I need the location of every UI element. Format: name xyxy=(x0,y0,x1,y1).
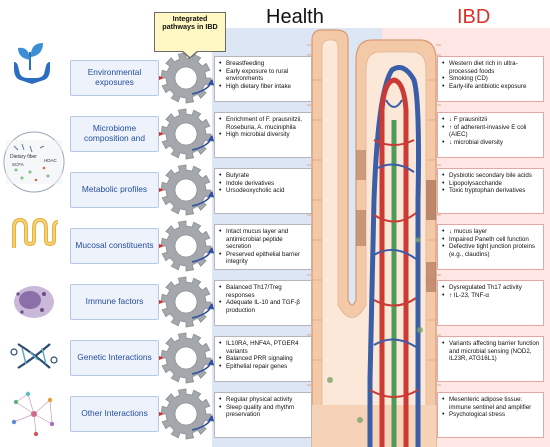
gear-hole xyxy=(174,290,198,314)
gear-hole xyxy=(174,66,198,90)
ibd-item: Dysregulated Th17 activity xyxy=(442,284,540,292)
category-arrowhead xyxy=(159,412,164,416)
category-arrowhead xyxy=(159,300,164,304)
health-box-other: Regular physical activitySleep quality a… xyxy=(214,392,312,438)
category-metabolic-profiles: Metabolic profiles xyxy=(70,172,159,208)
ibd-box-metabolic: Dysbiotic secondary bile acidsLipopolysa… xyxy=(437,168,544,214)
gut-microbiota-icon: Dietary fiber SCFA HDAC xyxy=(3,131,65,193)
hdac-label: HDAC xyxy=(44,158,58,163)
dna-icon xyxy=(10,343,58,369)
health-item: High dietary fiber intake xyxy=(219,83,308,91)
integrated-pathways-badge: Integrated pathways in IBD xyxy=(154,12,226,52)
health-box-genetic: IL10RA, HNF4A, PTGER4 variantsBalanced P… xyxy=(214,336,312,382)
health-item: Indole derivatives xyxy=(219,180,308,188)
health-item: Preserved epithelial barrier integrity xyxy=(219,251,308,266)
health-item: Adequate IL-10 and TGF-β production xyxy=(219,299,308,314)
ibd-item: Impaired Paneth cell function xyxy=(442,236,540,244)
ibd-title: IBD xyxy=(457,6,491,28)
category-genetic-interactions: Genetic Interactions xyxy=(70,340,159,376)
gear-hole xyxy=(174,346,198,370)
category-other-interactions: Other Interactions xyxy=(70,396,159,432)
gear-hole xyxy=(174,122,198,146)
health-box-mucosal: Intact mucus layer and antimicrobial pep… xyxy=(214,224,312,270)
ibd-item: Toxic tryptophan derivatives xyxy=(442,187,540,195)
ibd-box-genetic: Variants affecting barrier function and … xyxy=(437,336,544,382)
category-microbiome: Microbiome composition and xyxy=(70,116,159,152)
health-item: Epithelial repair genes xyxy=(219,363,308,371)
gear-stack xyxy=(160,52,212,440)
ibd-item: Dysbiotic secondary bile acids xyxy=(442,172,540,180)
category-arrowhead xyxy=(159,356,164,360)
ibd-item: Defective tight junction proteins (e.g.,… xyxy=(442,243,540,258)
health-item: Balanced PRR signaling xyxy=(219,355,308,363)
ibd-item: Early-life antibiotic exposure xyxy=(442,83,540,91)
health-title: Health xyxy=(266,6,324,28)
category-arrowhead xyxy=(159,132,164,136)
health-item: Balanced Th17/Treg responses xyxy=(219,284,308,299)
ibd-item: Western diet rich in ultra-processed foo… xyxy=(442,60,540,75)
ibd-box-microbiome: ↓ F prausnitzii↑ of adherent-invasive E … xyxy=(437,112,544,158)
dietary-fiber-label: Dietary fiber xyxy=(10,154,37,160)
villi-icon xyxy=(12,217,59,248)
health-box-microbiome: Enrichment of F. prausnitzii, Roseburia,… xyxy=(214,112,312,158)
connector-arrows xyxy=(159,76,215,431)
category-mucosal-constituents: Mucosal constituents xyxy=(70,228,159,264)
health-item: Enrichment of F. prausnitzii, Roseburia,… xyxy=(219,116,308,131)
health-item: High microbial diversity xyxy=(219,131,308,139)
health-item: Early exposure to rural environments xyxy=(219,68,308,83)
ibd-box-mucosal: ↓ mucus layerImpaired Paneth cell functi… xyxy=(437,224,544,270)
category-environmental-exposures: Environmental exposures xyxy=(70,60,159,96)
ibd-item: Smoking (CD) xyxy=(442,75,540,83)
scfa-label: SCFA xyxy=(12,162,24,167)
ibd-item: ↓ mucus layer xyxy=(442,228,540,236)
ibd-item: ↓ F prausnitzii xyxy=(442,116,540,124)
flow-arrow xyxy=(191,78,215,95)
ibd-item: ↓ microbial diversity xyxy=(442,139,540,147)
ibd-item: Variants affecting barrier function and … xyxy=(442,340,540,363)
ibd-item: Psychological stress xyxy=(442,411,540,419)
flow-arrow xyxy=(191,246,215,263)
category-arrowhead xyxy=(159,76,164,80)
category-arrowhead xyxy=(159,188,164,192)
health-box-metabolic: ButyrateIndole derivativesUrsodeoxycholi… xyxy=(214,168,312,214)
category-immune-factors: Immune factors xyxy=(70,284,159,320)
ibd-box-immune: Dysregulated Th17 activity↑ IL-23, TNF-α xyxy=(437,280,544,326)
health-item: Regular physical activity xyxy=(219,396,308,404)
gear-hole xyxy=(174,178,198,202)
flow-arrow xyxy=(191,358,215,375)
flow-arrow xyxy=(191,414,215,431)
health-item: Breastfeeding xyxy=(219,60,308,68)
health-item: Intact mucus layer and antimicrobial pep… xyxy=(219,228,308,251)
health-box-environmental: BreastfeedingEarly exposure to rural env… xyxy=(214,56,312,102)
gear-hole xyxy=(174,234,198,258)
ibd-item: ↑ IL-23, TNF-α xyxy=(442,292,540,300)
health-item: IL10RA, HNF4A, PTGER4 variants xyxy=(219,340,308,355)
immune-cell-icon xyxy=(14,286,54,318)
health-item: Butyrate xyxy=(219,172,308,180)
category-arrowhead xyxy=(159,244,164,248)
ibd-box-other: Mesenteric adipose tissue: immune sentin… xyxy=(437,392,544,438)
flow-arrow xyxy=(191,134,215,151)
ibd-item: Lipopolysaccharide xyxy=(442,180,540,188)
health-item: Ursodeoxycholic acid xyxy=(219,187,308,195)
plant-in-hands-icon xyxy=(14,43,50,84)
health-item: Sleep quality and rhythm preservation xyxy=(219,404,308,419)
ibd-item: ↑ of adherent-invasive E coli (AIEC) xyxy=(442,124,540,139)
ibd-box-environmental: Western diet rich in ultra-processed foo… xyxy=(437,56,544,102)
ibd-item: Mesenteric adipose tissue: immune sentin… xyxy=(442,396,540,411)
network-icon xyxy=(11,391,55,437)
flow-arrow xyxy=(191,302,215,319)
flow-arrow xyxy=(191,190,215,207)
health-box-immune: Balanced Th17/Treg responsesAdequate IL-… xyxy=(214,280,312,326)
intestinal-villus-illustration xyxy=(307,29,441,447)
gear-hole xyxy=(174,402,198,426)
